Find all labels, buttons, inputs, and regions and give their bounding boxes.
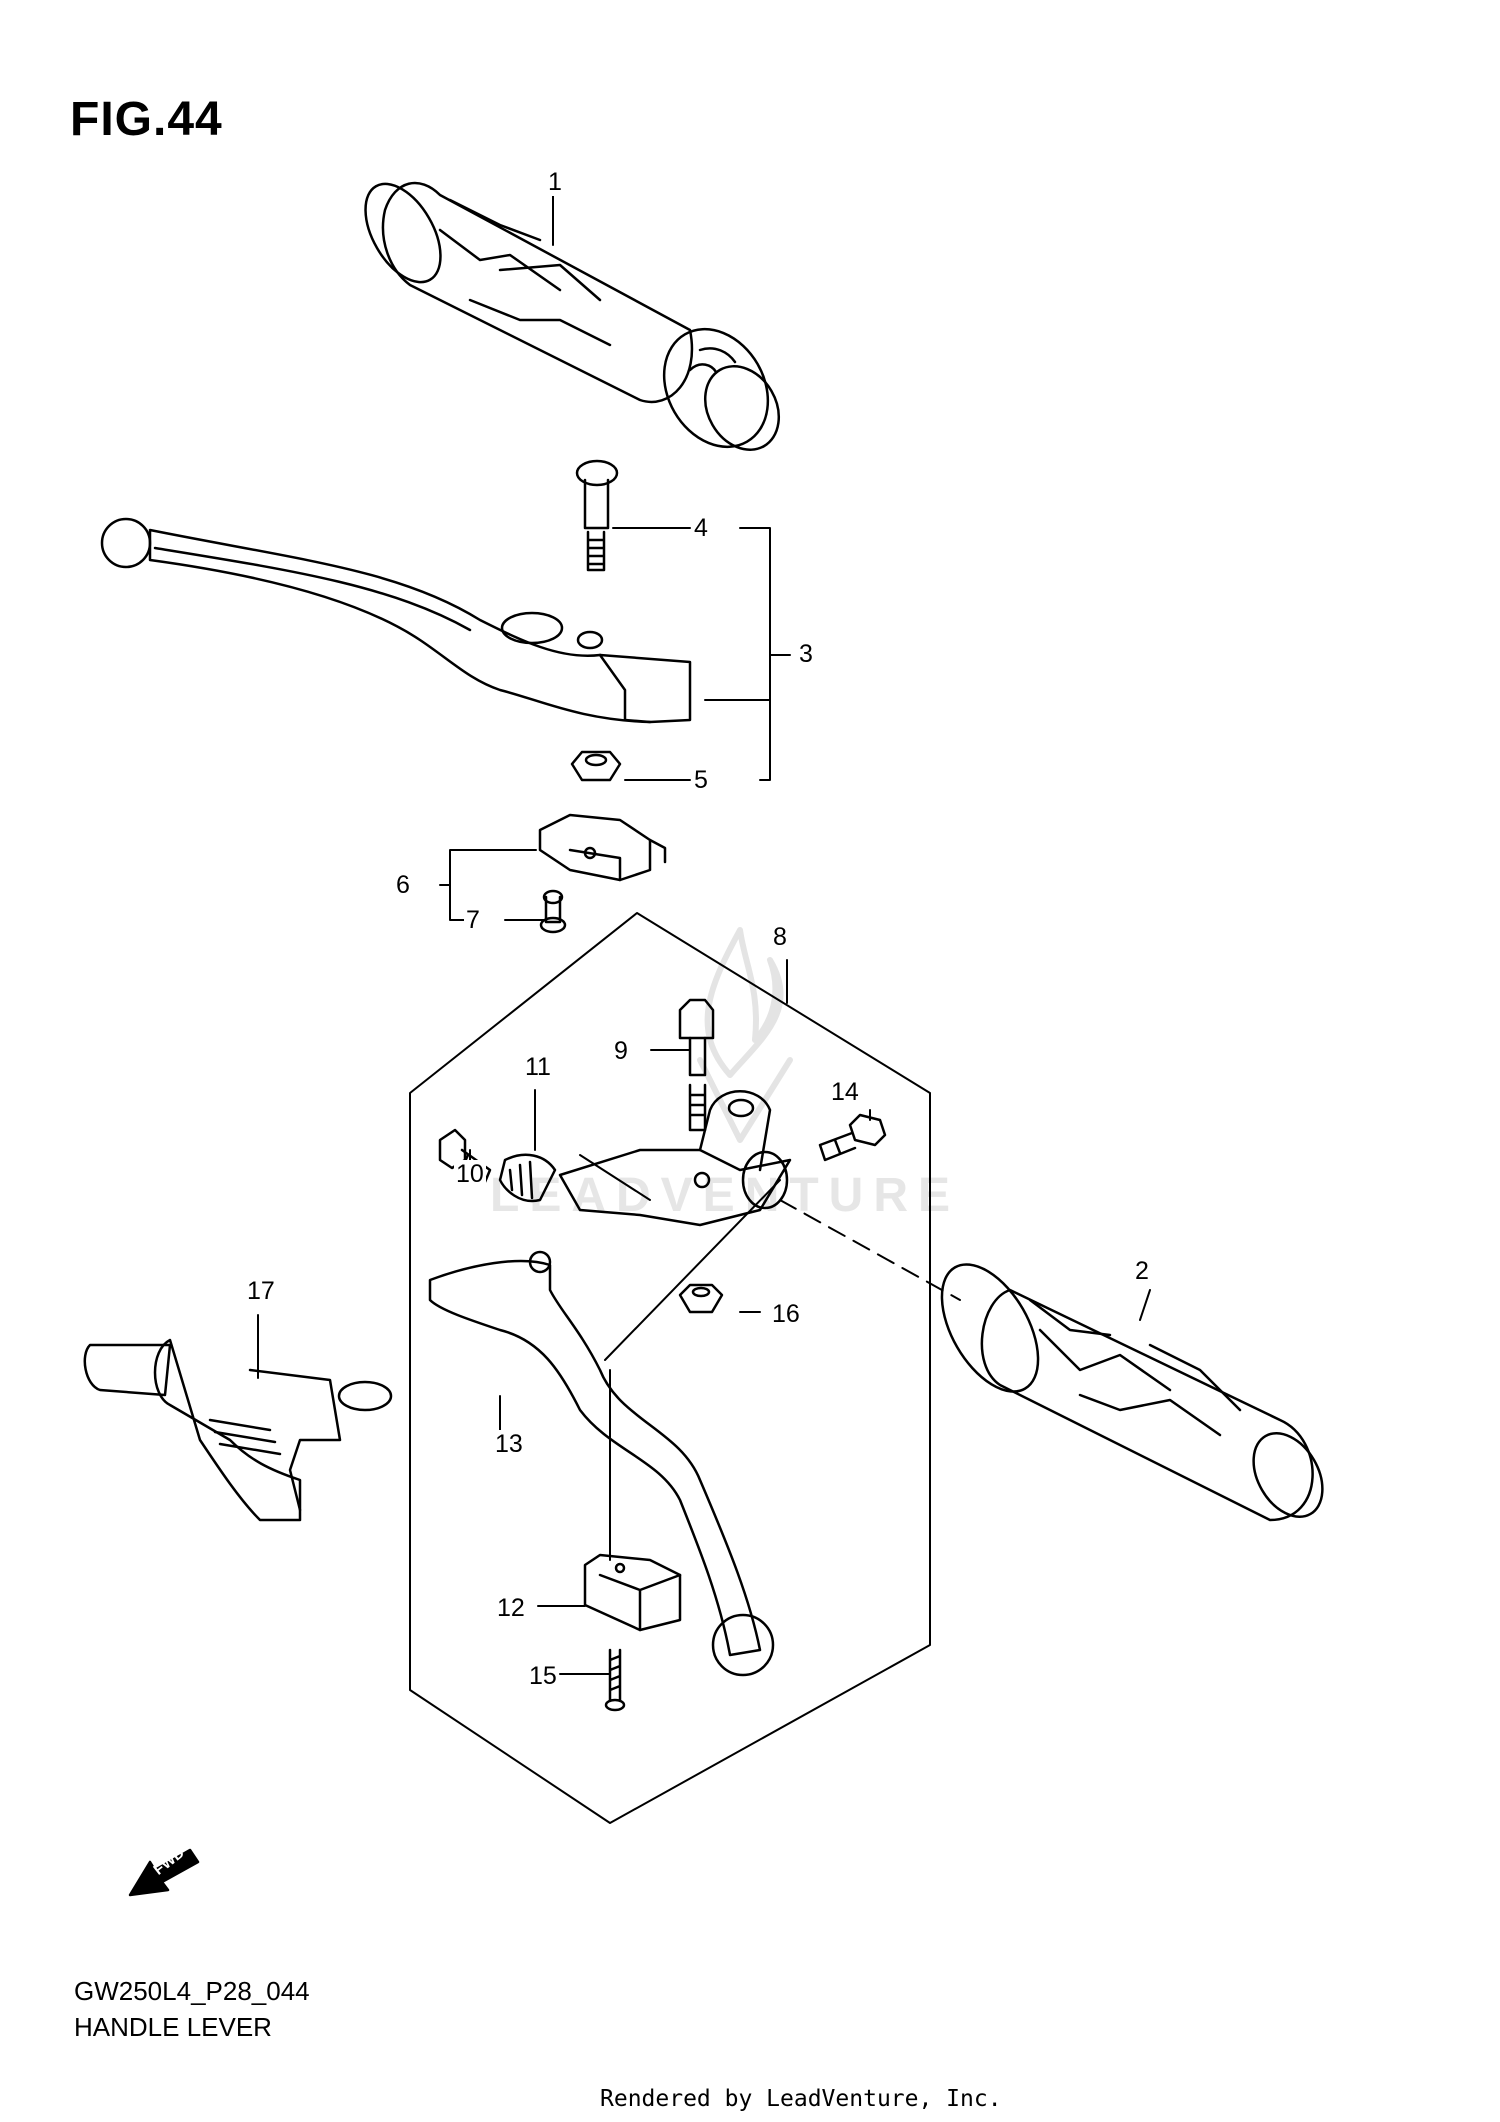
grip-left-part-2	[940, 1263, 1324, 1522]
callout-17: 17	[245, 1277, 277, 1305]
model-code: GW250L4_P28_044	[74, 1976, 310, 2006]
callout-12: 12	[495, 1594, 527, 1622]
callout-5: 5	[692, 766, 710, 794]
fwd-arrow	[128, 1848, 200, 1897]
callout-1: 1	[546, 168, 564, 196]
lever-holder	[558, 1090, 792, 1227]
bolt-part-9	[678, 998, 715, 1132]
watermark-logo	[697, 927, 793, 1143]
adjuster-wheel-part-11	[498, 1153, 557, 1203]
callout-11: 11	[523, 1053, 553, 1081]
callout-16: 16	[770, 1300, 802, 1328]
callout-6: 6	[394, 871, 412, 899]
callout-10: 10	[454, 1160, 486, 1188]
bolt-part-14	[818, 1113, 887, 1162]
callout-7: 7	[464, 906, 482, 934]
callout-14: 14	[829, 1078, 861, 1106]
brake-lever-part-3	[100, 517, 692, 724]
screw-part-15	[604, 1648, 626, 1712]
callout-13: 13	[493, 1430, 525, 1458]
callout-8: 8	[771, 923, 789, 951]
callout-9: 9	[612, 1037, 630, 1065]
clutch-switch-part-12	[583, 1553, 682, 1632]
nut-part-5	[570, 750, 622, 782]
assembly-outline-part-8	[409, 912, 931, 1824]
leader-lines	[257, 187, 1151, 1675]
callout-2: 2	[1133, 1257, 1151, 1285]
figure-title: FIG.44	[70, 93, 223, 146]
switch-housing-part-17	[83, 1338, 393, 1522]
watermark-text: LEADVENTURE	[490, 1169, 961, 1222]
callout-4: 4	[692, 514, 710, 542]
brake-switch-part-6	[538, 813, 667, 882]
section-name: HANDLE LEVER	[74, 2012, 272, 2042]
clutch-lever-part-13	[428, 1250, 775, 1677]
render-credit: Rendered by LeadVenture, Inc.	[600, 2086, 1002, 2112]
nut-part-16	[678, 1283, 724, 1314]
grip-right-part-1	[364, 181, 781, 451]
callout-15: 15	[527, 1662, 559, 1690]
callout-3: 3	[797, 640, 815, 668]
screw-part-7	[539, 889, 567, 934]
pivot-bolt-part-4	[575, 459, 619, 572]
